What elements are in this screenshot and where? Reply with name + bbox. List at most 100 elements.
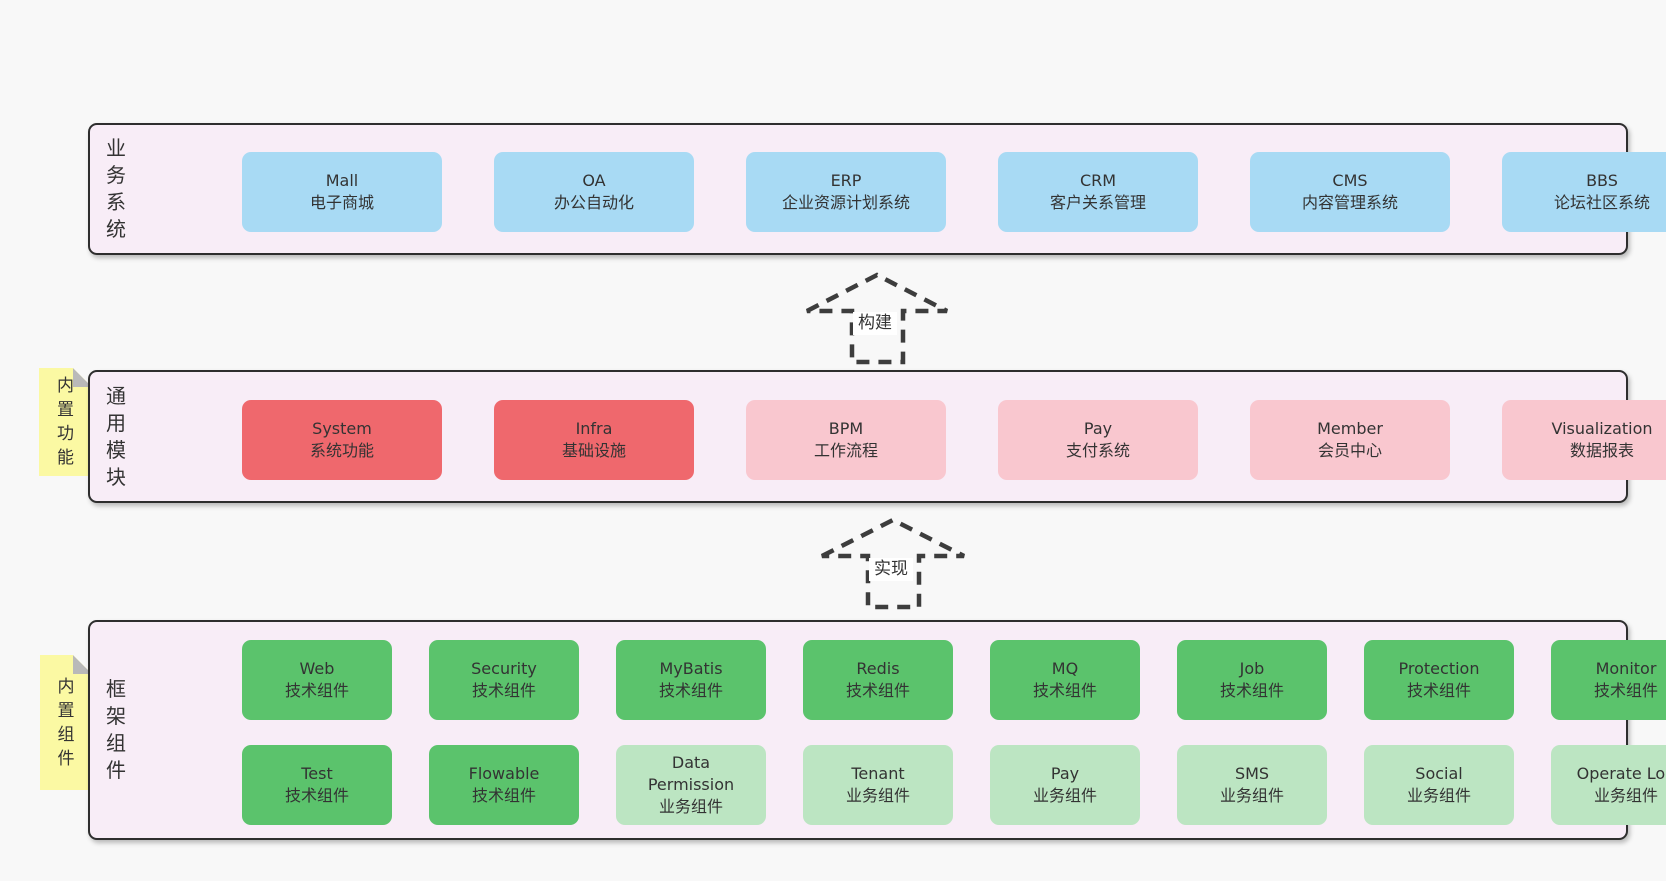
card-pay-system: Pay 支付系统: [998, 400, 1198, 480]
card-title: Social: [1415, 764, 1463, 783]
arrow-label-build: 构建: [853, 312, 897, 335]
card-title: Infra: [575, 419, 613, 438]
layer-business-systems: 业务系统 Mall 电子商城 OA 办公自动化 ERP 企业资源计划系统 CRM…: [88, 123, 1666, 255]
card-subtitle: 技术组件: [471, 681, 536, 700]
card-subtitle: 支付系统: [1065, 441, 1130, 460]
sticky-note-label: 内置组件: [57, 676, 75, 769]
card-title: CRM: [1079, 171, 1117, 190]
card-title: System: [312, 419, 372, 438]
card-title: Test: [301, 764, 333, 783]
card-infra: Infra 基础设施: [494, 400, 694, 480]
card-bbs: BBS 论坛社区系统: [1502, 152, 1666, 232]
card-member: Member 会员中心: [1250, 400, 1450, 480]
card-subtitle: 数据报表: [1569, 441, 1634, 460]
card-subtitle: 技术组件: [845, 681, 910, 700]
card-test-component: Test 技术组件: [242, 745, 392, 825]
card-subtitle: 技术组件: [471, 786, 536, 805]
card-subtitle: 内容管理系统: [1301, 193, 1398, 212]
card-social-component: Social 业务组件: [1364, 745, 1514, 825]
card-title: OA: [582, 171, 606, 190]
card-subtitle: 业务组件: [1032, 786, 1097, 805]
card-title: Flowable: [468, 764, 540, 783]
card-tenant-component: Tenant 业务组件: [803, 745, 953, 825]
card-subtitle: 会员中心: [1317, 441, 1382, 460]
sticky-note-builtin-features: 内置功能: [39, 368, 92, 476]
card-subtitle: 企业资源计划系统: [781, 193, 910, 212]
card-mybatis-component: MyBatis 技术组件: [616, 640, 766, 720]
card-security-component: Security 技术组件: [429, 640, 579, 720]
card-title: Visualization: [1551, 419, 1653, 438]
card-title: Redis: [856, 659, 900, 678]
card-title: Mall: [325, 171, 359, 190]
card-operate-log-component: Operate Log 业务组件: [1551, 745, 1666, 825]
card-subtitle: 基础设施: [561, 441, 626, 460]
layer-common-modules: 通用模块 System 系统功能 Infra 基础设施 BPM 工作流程 Pay…: [88, 370, 1666, 503]
card-subtitle: 业务组件: [1406, 786, 1471, 805]
card-subtitle: 系统功能: [309, 441, 374, 460]
card-title: BBS: [1586, 171, 1618, 190]
card-title: Operate Log: [1576, 764, 1666, 783]
card-title: ERP: [830, 171, 862, 190]
card-monitor-component: Monitor 技术组件: [1551, 640, 1666, 720]
card-title: Web: [299, 659, 335, 678]
folded-corner-icon: [73, 655, 92, 674]
layer-side-label: 通用模块: [106, 383, 126, 489]
card-title: SMS: [1234, 764, 1270, 783]
card-subtitle: 技术组件: [1219, 681, 1284, 700]
card-title: Job: [1239, 659, 1265, 678]
card-cms: CMS 内容管理系统: [1250, 152, 1450, 232]
card-title: BPM: [828, 419, 864, 438]
card-subtitle: 业务组件: [658, 797, 723, 816]
card-title: Pay: [1050, 764, 1080, 783]
card-web-component: Web 技术组件: [242, 640, 392, 720]
dashed-up-arrow-implement: [820, 517, 966, 610]
card-subtitle: 技术组件: [1593, 681, 1658, 700]
folded-corner-icon: [73, 368, 92, 387]
arrow-label-implement: 实现: [869, 558, 913, 581]
card-subtitle: 业务组件: [845, 786, 910, 805]
card-subtitle: 业务组件: [1219, 786, 1284, 805]
card-mall: Mall 电子商城: [242, 152, 442, 232]
card-subtitle: 技术组件: [284, 786, 349, 805]
card-subtitle: 办公自动化: [553, 193, 634, 212]
layer-side-label: 框架组件: [106, 677, 126, 782]
card-system: System 系统功能: [242, 400, 442, 480]
sticky-note-label: 内置功能: [57, 376, 74, 468]
card-data-permission-component: Data Permission 业务组件: [616, 745, 766, 825]
card-title: MyBatis: [659, 659, 723, 678]
layer-framework-components: 框架组件 Web 技术组件 Security 技术组件 MyBatis 技术组件…: [88, 620, 1666, 840]
card-pay-component: Pay 业务组件: [990, 745, 1140, 825]
card-subtitle: 客户关系管理: [1049, 193, 1146, 212]
card-title: Tenant: [851, 764, 905, 783]
layer-side-label: 业务系统: [106, 136, 126, 241]
card-title: Pay: [1083, 419, 1113, 438]
card-visualization: Visualization 数据报表: [1502, 400, 1666, 480]
card-mq-component: MQ 技术组件: [990, 640, 1140, 720]
card-bpm: BPM 工作流程: [746, 400, 946, 480]
card-oa: OA 办公自动化: [494, 152, 694, 232]
card-subtitle: 技术组件: [1032, 681, 1097, 700]
card-subtitle: 工作流程: [813, 441, 878, 460]
card-title: Security: [471, 659, 537, 678]
card-subtitle: 技术组件: [658, 681, 723, 700]
sticky-note-builtin-components: 内置组件: [40, 655, 92, 790]
card-subtitle: 技术组件: [284, 681, 349, 700]
card-protection-component: Protection 技术组件: [1364, 640, 1514, 720]
card-crm: CRM 客户关系管理: [998, 152, 1198, 232]
card-flowable-component: Flowable 技术组件: [429, 745, 579, 825]
card-subtitle: 电子商城: [309, 193, 374, 212]
card-title: Data Permission: [647, 753, 735, 794]
card-redis-component: Redis 技术组件: [803, 640, 953, 720]
card-title: Monitor: [1595, 659, 1657, 678]
card-title: Protection: [1398, 659, 1480, 678]
card-title: MQ: [1051, 659, 1079, 678]
card-title: CMS: [1332, 171, 1368, 190]
card-subtitle: 论坛社区系统: [1553, 193, 1650, 212]
card-erp: ERP 企业资源计划系统: [746, 152, 946, 232]
card-job-component: Job 技术组件: [1177, 640, 1327, 720]
card-subtitle: 业务组件: [1593, 786, 1658, 805]
dashed-up-arrow-build: [805, 272, 949, 365]
card-title: Member: [1317, 419, 1383, 438]
card-subtitle: 技术组件: [1406, 681, 1471, 700]
